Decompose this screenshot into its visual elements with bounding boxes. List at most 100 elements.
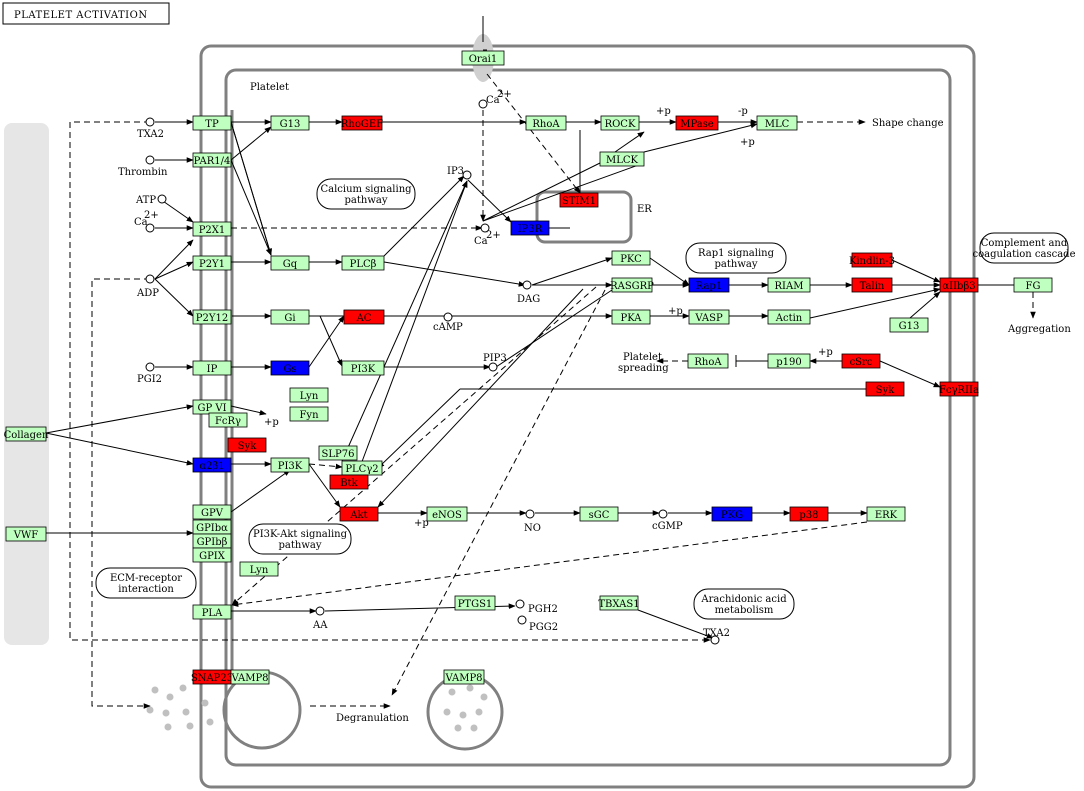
gene-fcry[interactable]: FcRγ bbox=[208, 412, 248, 428]
gene-g13b[interactable]: G13 bbox=[889, 317, 929, 333]
gene-pka[interactable]: PKA bbox=[611, 309, 651, 325]
gene-fg[interactable]: FG bbox=[1013, 277, 1053, 293]
gene-pi3k1[interactable]: PI3K bbox=[341, 360, 385, 376]
gene-collagen[interactable]: Collagen bbox=[4, 426, 49, 442]
gene-lyn2[interactable]: Lyn bbox=[239, 561, 279, 577]
gene-snap23[interactable]: SNAP23 bbox=[191, 669, 233, 685]
granule-dot-11 bbox=[466, 684, 474, 692]
gene-rhogef[interactable]: RhoGEF bbox=[341, 115, 383, 131]
compound-cgmp[interactable]: cGMP bbox=[652, 509, 683, 532]
compound-txa2_out[interactable]: TXA2 bbox=[703, 628, 730, 645]
gene-actin[interactable]: Actin bbox=[767, 309, 811, 325]
compound-pip3[interactable]: PIP3 bbox=[483, 353, 507, 372]
gene-syk1[interactable]: Syk bbox=[227, 437, 267, 453]
gene-lyn1[interactable]: Lyn bbox=[289, 387, 329, 403]
gene-gq[interactable]: Gq bbox=[270, 255, 310, 271]
gene-enos[interactable]: eNOS bbox=[426, 506, 468, 522]
compound-ip3[interactable]: IP3 bbox=[447, 166, 472, 180]
compound-ca_top[interactable]: Ca2+ bbox=[478, 89, 512, 109]
gene-p2y1[interactable]: P2Y1 bbox=[192, 255, 232, 271]
gene-pkc[interactable]: PKC bbox=[611, 250, 651, 266]
gene-riam[interactable]: RIAM bbox=[767, 277, 811, 293]
compound-ca_out[interactable]: Ca2+ bbox=[134, 210, 159, 233]
gene-pkg[interactable]: PKG bbox=[711, 506, 753, 522]
gene-p2x1[interactable]: P2X1 bbox=[192, 221, 232, 237]
gene-sgc[interactable]: sGC bbox=[579, 506, 619, 522]
gene-ip3r[interactable]: IP3R bbox=[510, 220, 550, 236]
gene-rhoa2[interactable]: RhoA bbox=[687, 353, 729, 369]
gene-fyn[interactable]: Fyn bbox=[289, 406, 329, 422]
compound-aa[interactable]: AA bbox=[312, 606, 328, 631]
gene-tp[interactable]: TP bbox=[192, 115, 232, 131]
compound-thrombin-label: Thrombin bbox=[118, 167, 168, 178]
gene-vasp[interactable]: VASP bbox=[688, 309, 730, 325]
gene-mpase[interactable]: MPase bbox=[675, 115, 719, 131]
gene-vamp8b[interactable]: VAMP8 bbox=[443, 669, 485, 685]
compound-pgh2[interactable]: PGH2 bbox=[515, 599, 558, 615]
gene-talin[interactable]: Talin bbox=[851, 277, 893, 293]
gene-gs[interactable]: Gs bbox=[270, 360, 310, 376]
compound-dag[interactable]: DAG bbox=[517, 280, 540, 305]
gene-csrc[interactable]: cSrc bbox=[841, 353, 881, 369]
gene-slp76[interactable]: SLP76 bbox=[318, 445, 358, 461]
gene-tbxas1[interactable]: TBXAS1 bbox=[598, 595, 640, 611]
gene-rap1-label: Rap1 bbox=[696, 281, 722, 292]
gene-rock[interactable]: ROCK bbox=[600, 115, 640, 131]
gene-rhoa1[interactable]: RhoA bbox=[525, 115, 567, 131]
gene-stim1[interactable]: STIM1 bbox=[559, 192, 599, 208]
compound-adp[interactable]: ADP bbox=[136, 274, 159, 299]
gene-kindlin3[interactable]: Kindlin-3 bbox=[849, 252, 895, 268]
gene-rap1[interactable]: Rap1 bbox=[688, 277, 730, 293]
compound-pgg2[interactable]: PGG2 bbox=[517, 615, 558, 633]
gene-gpix[interactable]: GPIX bbox=[192, 547, 232, 563]
gene-gpv-label: GPV bbox=[201, 508, 224, 519]
gene-gi[interactable]: Gi bbox=[270, 309, 310, 325]
gene-p38[interactable]: p38 bbox=[789, 506, 829, 522]
compound-camp[interactable]: cAMP bbox=[433, 312, 463, 333]
compound-ca_er[interactable]: Ca2+ bbox=[474, 223, 501, 247]
compound-pgi2[interactable]: PGI2 bbox=[137, 362, 162, 385]
gene-mlck[interactable]: MLCK bbox=[599, 151, 645, 167]
gene-ptgs1[interactable]: PTGS1 bbox=[454, 595, 496, 611]
granule-dot-4 bbox=[162, 709, 170, 717]
compound-no[interactable]: NO bbox=[524, 509, 541, 534]
gene-btk[interactable]: Btk bbox=[329, 474, 369, 490]
modifier-mpase-plus: +p bbox=[656, 106, 671, 117]
gene-akt[interactable]: Akt bbox=[339, 506, 379, 522]
gene-gpvi[interactable]: GP VI bbox=[192, 399, 232, 415]
gene-pla[interactable]: PLA bbox=[192, 604, 232, 620]
gene-pi3k2[interactable]: PI3K bbox=[270, 457, 310, 473]
gene-fcgr2a[interactable]: FcγRIIa bbox=[939, 381, 979, 397]
gene-gpv[interactable]: GPV bbox=[192, 504, 232, 520]
compound-thrombin[interactable]: Thrombin bbox=[118, 155, 168, 178]
gene-g13a[interactable]: G13 bbox=[270, 115, 310, 131]
gene-aiib3[interactable]: αIIbβ3 bbox=[939, 277, 979, 293]
gene-gpiba[interactable]: GPIbα bbox=[192, 519, 232, 535]
gene-orai1[interactable]: Orai1 bbox=[461, 50, 505, 66]
gene-ac[interactable]: AC bbox=[343, 309, 385, 325]
gene-p2y12[interactable]: P2Y12 bbox=[192, 309, 232, 325]
gene-vwf[interactable]: VWF bbox=[5, 526, 47, 542]
gene-plcg2[interactable]: PLCγ2 bbox=[341, 460, 383, 476]
edge-path-3 bbox=[614, 131, 645, 153]
gene-p190[interactable]: p190 bbox=[767, 353, 811, 369]
gene-rhogef-label: RhoGEF bbox=[341, 119, 383, 130]
compound-atp[interactable]: ATP bbox=[135, 194, 167, 206]
gene-rasgrp[interactable]: RASGRP bbox=[610, 277, 654, 293]
gene-ip[interactable]: IP bbox=[192, 360, 232, 376]
gene-plcb[interactable]: PLCβ bbox=[341, 255, 385, 271]
gene-mlc[interactable]: MLC bbox=[756, 115, 798, 131]
gene-syk2[interactable]: Syk bbox=[865, 381, 905, 397]
gene-par14[interactable]: PAR1/4 bbox=[192, 152, 232, 168]
gene-a2b1[interactable]: α2β1 bbox=[192, 457, 232, 473]
compound-txa2_in[interactable]: TXA2 bbox=[137, 117, 164, 140]
gene-erk[interactable]: ERK bbox=[866, 506, 906, 522]
gene-gpibb[interactable]: GPIbβ bbox=[192, 533, 232, 549]
gene-vamp8a[interactable]: VAMP8 bbox=[230, 669, 270, 685]
